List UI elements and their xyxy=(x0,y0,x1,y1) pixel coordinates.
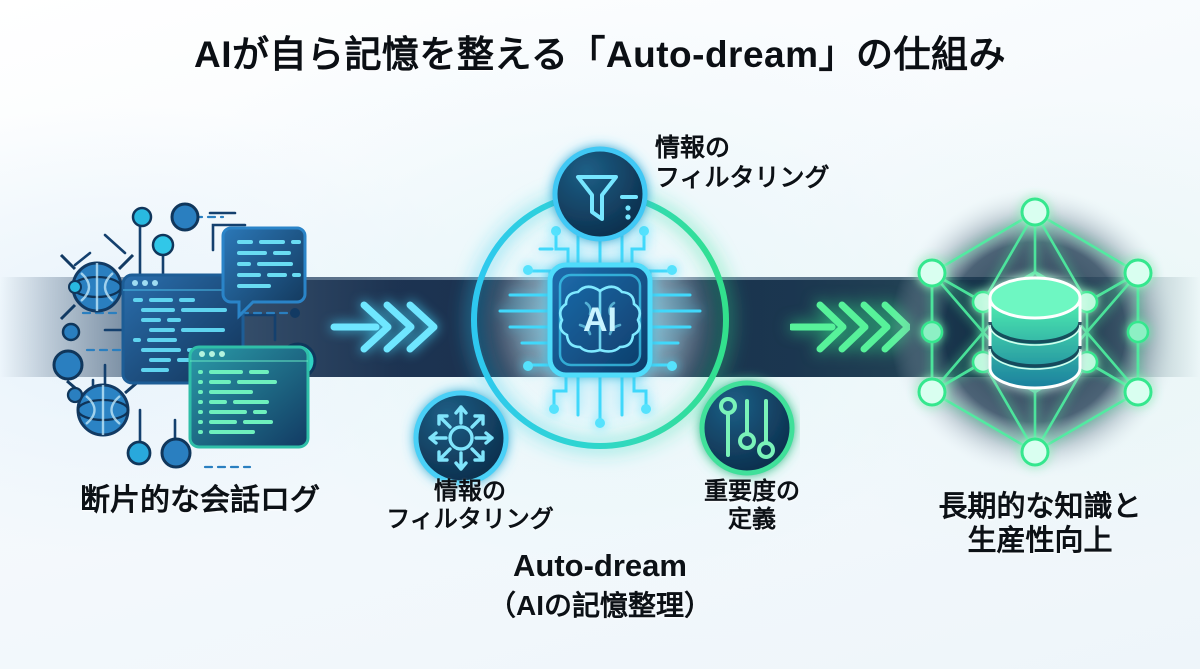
output-illustration xyxy=(885,180,1185,480)
brand-name: Auto-dream xyxy=(513,548,687,583)
priority-label-line2: 定義 xyxy=(728,506,776,534)
input-label: 断片的な会話ログ xyxy=(80,484,320,517)
process-node-filter[interactable] xyxy=(552,146,648,242)
chip-core-text: AI xyxy=(583,301,617,339)
database-icon xyxy=(988,276,1082,390)
output-label-line1: 長期的な知識と xyxy=(938,491,1142,523)
output-label: 長期的な知識と 生産性向上 xyxy=(890,490,1190,558)
brand-label: Auto-dream （AIの記憶整理） xyxy=(400,548,800,622)
priority-label: 重要度の 定義 xyxy=(672,478,832,535)
arrow-input-to-process xyxy=(330,290,440,364)
knowledge-graph-database-icon xyxy=(890,187,1180,477)
input-illustration xyxy=(45,195,345,485)
process-node-organize[interactable] xyxy=(413,390,509,486)
filter-label-bottom-line2: フィルタリング xyxy=(386,506,554,534)
chat-code-logs-icon xyxy=(52,202,317,469)
page-title: AIが自ら記憶を整える「Auto-dream」の仕組み xyxy=(193,34,1006,75)
funnel-icon xyxy=(576,175,638,221)
terminal-window xyxy=(188,345,310,449)
filter-label-bottom: 情報の フィルタリング xyxy=(370,478,570,535)
output-label-line2: 生産性向上 xyxy=(967,525,1113,558)
filter-label-top-line1: 情報の xyxy=(655,134,731,162)
filter-label-top: 情報の フィルタリング xyxy=(655,134,885,193)
filter-label-top-line2: フィルタリング xyxy=(655,163,830,192)
sliders-icon xyxy=(719,397,775,459)
process-node-priority[interactable] xyxy=(699,380,795,476)
priority-label-line1: 重要度の xyxy=(704,478,800,505)
ai-brain-chip-icon: AI xyxy=(547,262,653,378)
process-stage: AI xyxy=(400,115,800,495)
triple-chevron-right-icon xyxy=(330,301,438,353)
radiating-arrows-icon xyxy=(428,405,494,471)
filter-label-bottom-line1: 情報の xyxy=(434,478,506,505)
brand-subtitle: （AIの記憶整理） xyxy=(487,589,712,621)
circuit-terminals xyxy=(523,208,677,428)
chat-bubble xyxy=(221,226,307,320)
